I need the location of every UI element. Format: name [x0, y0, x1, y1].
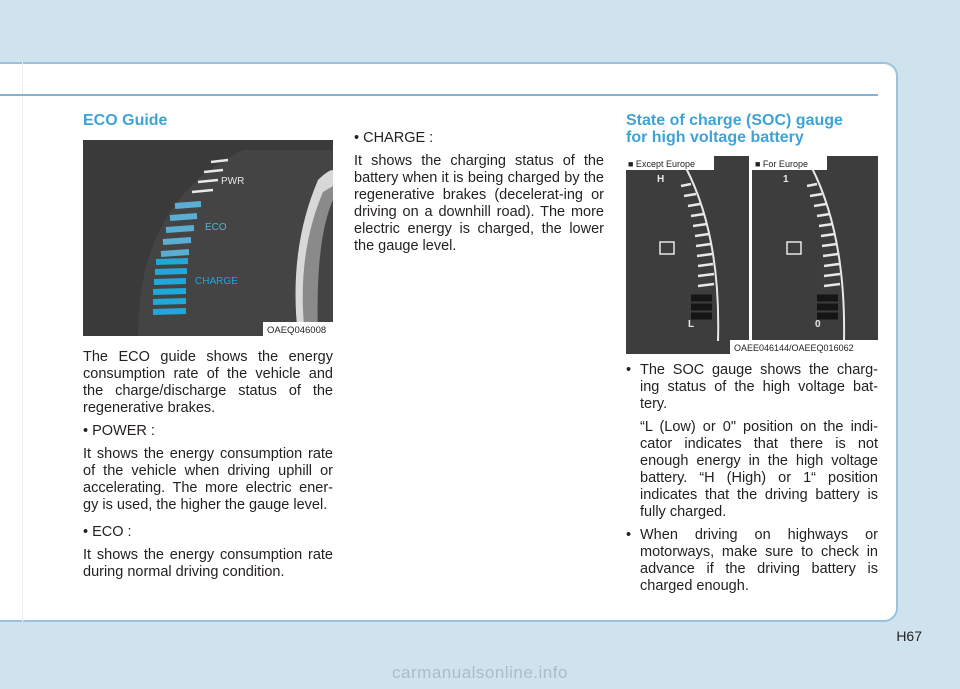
figure-caption-left: OAEQ046008: [267, 325, 326, 336]
eco-guide-intro: The ECO guide shows the energy consumpti…: [83, 349, 333, 416]
eco-label: ECO: [205, 222, 227, 233]
charge-item-label: • CHARGE :: [354, 130, 434, 146]
right-column: State of charge (SOC) gauge for high vol…: [626, 112, 878, 146]
margin-line: [22, 62, 23, 622]
soc-gauge-figure: ■ Except Europe H L ■ For Europe 1 0 OAE…: [626, 156, 878, 354]
right-text: • The SOC gauge shows the charg-ing stat…: [626, 362, 878, 595]
soc-bullet-1-text: The SOC gauge shows the charg-ing status…: [640, 362, 878, 412]
panel2-bottom-label: 0: [815, 319, 821, 330]
charge-text: It shows the charging status of the batt…: [354, 153, 604, 254]
pwr-label: PWR: [221, 176, 244, 187]
panel1-bottom-label: L: [688, 319, 694, 330]
eco-text: It shows the energy consumption rate dur…: [83, 547, 333, 580]
charge-segments: [152, 258, 189, 315]
soc-bullet-2: • When driving on highways or motorways,…: [626, 527, 878, 594]
soc-bullet-2-text: When driving on highways or motorways, m…: [640, 527, 878, 594]
panel2-label: ■ For Europe: [755, 159, 808, 169]
eco-gauge-figure: PWR ECO CHARGE OAEQ046008: [83, 140, 333, 336]
soc-panel-except-europe: ■ Except Europe H L: [626, 156, 749, 354]
middle-column: • CHARGE : It shows the charging status …: [354, 130, 604, 261]
header-rule: [0, 94, 878, 96]
eco-segments: [160, 201, 202, 257]
power-label: • POWER :: [83, 423, 155, 439]
soc-bullet-1: • The SOC gauge shows the charg-ing stat…: [626, 362, 878, 412]
charge-label: CHARGE: [195, 276, 238, 287]
power-text: It shows the energy consumption rate of …: [83, 446, 333, 513]
soc-panel-for-europe: ■ For Europe 1 0: [752, 156, 878, 354]
left-column: ECO Guide: [83, 112, 333, 129]
soc-bullet-1-para2: “L (Low) or 0" position on the indi-cato…: [640, 419, 878, 520]
left-text: The ECO guide shows the energy consumpti…: [83, 349, 333, 587]
eco-guide-heading: ECO Guide: [83, 112, 168, 129]
panel1-label: ■ Except Europe: [628, 159, 695, 169]
watermark: carmanualsonline.info: [392, 663, 568, 682]
eco-item-label: • ECO :: [83, 524, 132, 540]
panel2-top-label: 1: [783, 174, 789, 185]
figure-caption-right: OAEE046144/OAEEQ016062: [734, 343, 854, 353]
page-number: H67: [896, 628, 922, 644]
soc-heading-line1: State of charge (SOC) gauge: [626, 112, 843, 129]
soc-heading-line2: for high voltage battery: [626, 129, 804, 146]
panel1-top-label: H: [657, 174, 664, 185]
pwr-segments: [191, 158, 229, 194]
